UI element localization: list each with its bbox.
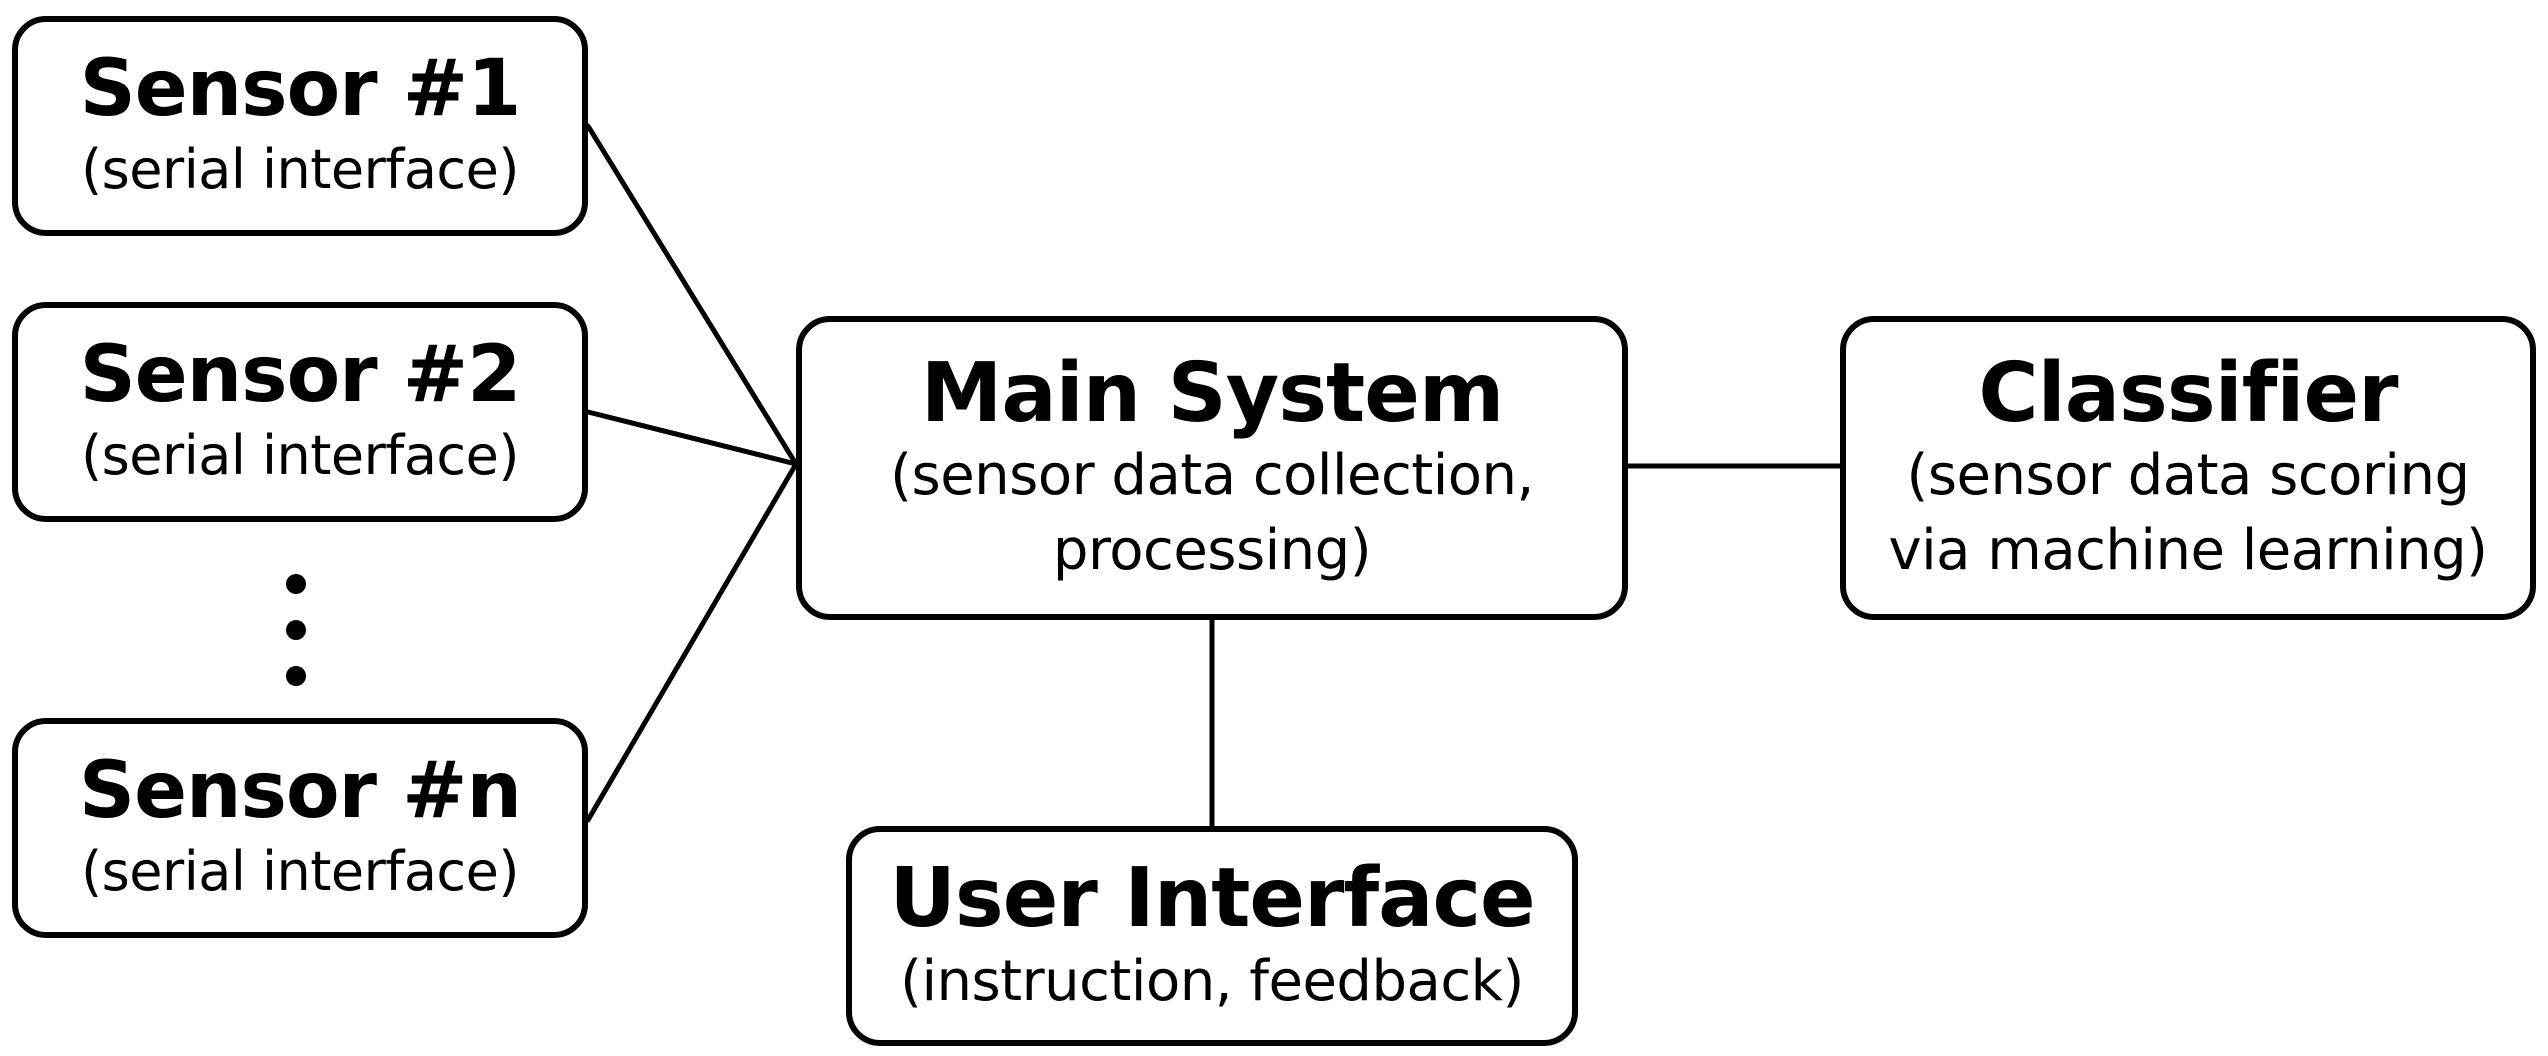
user-interface-subtitle: (instruction, feedback)	[900, 948, 1524, 1014]
connector-sensor1-main	[585, 123, 799, 467]
sensor-1-box: Sensor #1 (serial interface)	[12, 16, 588, 236]
main-system-box: Main System (sensor data collection, pro…	[796, 316, 1628, 620]
main-system-title: Main System	[920, 345, 1505, 441]
ellipsis-dot	[286, 666, 306, 686]
sensor-1-title: Sensor #1	[79, 44, 522, 135]
classifier-subtitle-line1: (sensor data scoring	[1906, 443, 2470, 509]
sensor-2-subtitle: (serial interface)	[81, 423, 519, 487]
main-system-subtitle-line1: (sensor data collection,	[890, 443, 1534, 509]
ellipsis-dot	[286, 620, 306, 640]
classifier-title: Classifier	[1978, 345, 2398, 441]
classifier-subtitle-line2: via machine learning)	[1888, 517, 2488, 583]
sensor-2-title: Sensor #2	[79, 330, 522, 421]
connector-sensorn-main	[585, 461, 799, 823]
user-interface-title: User Interface	[889, 850, 1535, 946]
main-system-subtitle-line2: processing)	[1052, 517, 1372, 583]
sensor-n-subtitle: (serial interface)	[81, 839, 519, 903]
sensor-n-title: Sensor #n	[78, 746, 522, 837]
ellipsis-dot	[286, 574, 306, 594]
sensor-2-box: Sensor #2 (serial interface)	[12, 302, 588, 522]
user-interface-box: User Interface (instruction, feedback)	[846, 826, 1578, 1046]
sensor-n-box: Sensor #n (serial interface)	[12, 718, 588, 938]
sensor-1-subtitle: (serial interface)	[81, 137, 519, 201]
classifier-box: Classifier (sensor data scoring via mach…	[1840, 316, 2536, 620]
connector-sensor2-main	[585, 409, 799, 467]
